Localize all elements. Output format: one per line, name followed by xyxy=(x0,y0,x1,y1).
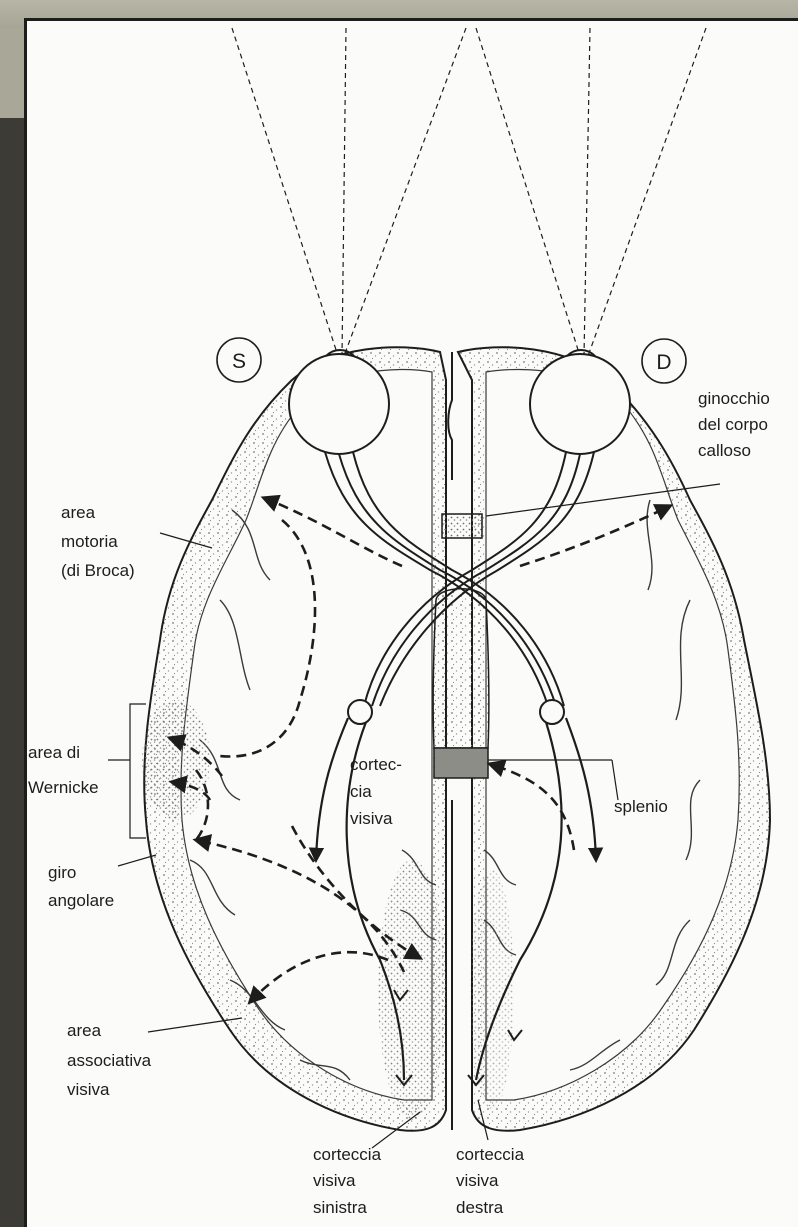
left-visual-cortex-shading xyxy=(378,860,446,1120)
left-side-marker: S xyxy=(217,338,261,382)
svg-text:ginocchio: ginocchio xyxy=(698,389,770,408)
svg-text:area: area xyxy=(67,1021,102,1040)
label-broca: area motoria (di Broca) xyxy=(61,503,135,580)
svg-text:visiva: visiva xyxy=(313,1171,356,1190)
right-side-marker: D xyxy=(642,339,686,383)
right-eye xyxy=(530,354,630,454)
wernicke-shading xyxy=(142,700,210,820)
svg-text:sinistra: sinistra xyxy=(313,1198,367,1217)
svg-text:cia: cia xyxy=(350,782,372,801)
svg-text:visiva: visiva xyxy=(67,1080,110,1099)
svg-text:corteccia: corteccia xyxy=(313,1145,382,1164)
label-right-visual-cortex: corteccia visiva destra xyxy=(456,1145,525,1217)
label-left-visual-cortex: corteccia visiva sinistra xyxy=(313,1145,382,1217)
svg-text:D: D xyxy=(656,351,671,374)
svg-text:motoria: motoria xyxy=(61,532,118,551)
svg-text:Wernicke: Wernicke xyxy=(28,778,99,797)
svg-text:visiva: visiva xyxy=(350,809,393,828)
svg-text:destra: destra xyxy=(456,1198,504,1217)
label-association-area: area associativa visiva xyxy=(67,1021,152,1099)
left-eye xyxy=(289,354,389,454)
svg-text:area: area xyxy=(61,503,96,522)
svg-text:S: S xyxy=(232,350,246,373)
svg-text:cortec-: cortec- xyxy=(350,755,402,774)
svg-text:associativa: associativa xyxy=(67,1051,152,1070)
svg-text:del corpo: del corpo xyxy=(698,415,768,434)
svg-text:visiva: visiva xyxy=(456,1171,499,1190)
svg-text:giro: giro xyxy=(48,863,76,882)
splenium xyxy=(434,748,488,778)
label-splenium: splenio xyxy=(614,797,668,816)
svg-text:calloso: calloso xyxy=(698,441,751,460)
label-genu: ginocchio del corpo calloso xyxy=(698,389,770,460)
genu-corpus-callosum xyxy=(442,514,482,538)
svg-text:(di Broca): (di Broca) xyxy=(61,561,135,580)
left-lgn xyxy=(348,700,372,724)
svg-text:corteccia: corteccia xyxy=(456,1145,525,1164)
svg-text:area di: area di xyxy=(28,743,80,762)
label-angular-gyrus: giro angolare xyxy=(48,863,114,910)
label-wernicke: area di Wernicke xyxy=(28,743,99,797)
svg-text:angolare: angolare xyxy=(48,891,114,910)
right-lgn xyxy=(540,700,564,724)
